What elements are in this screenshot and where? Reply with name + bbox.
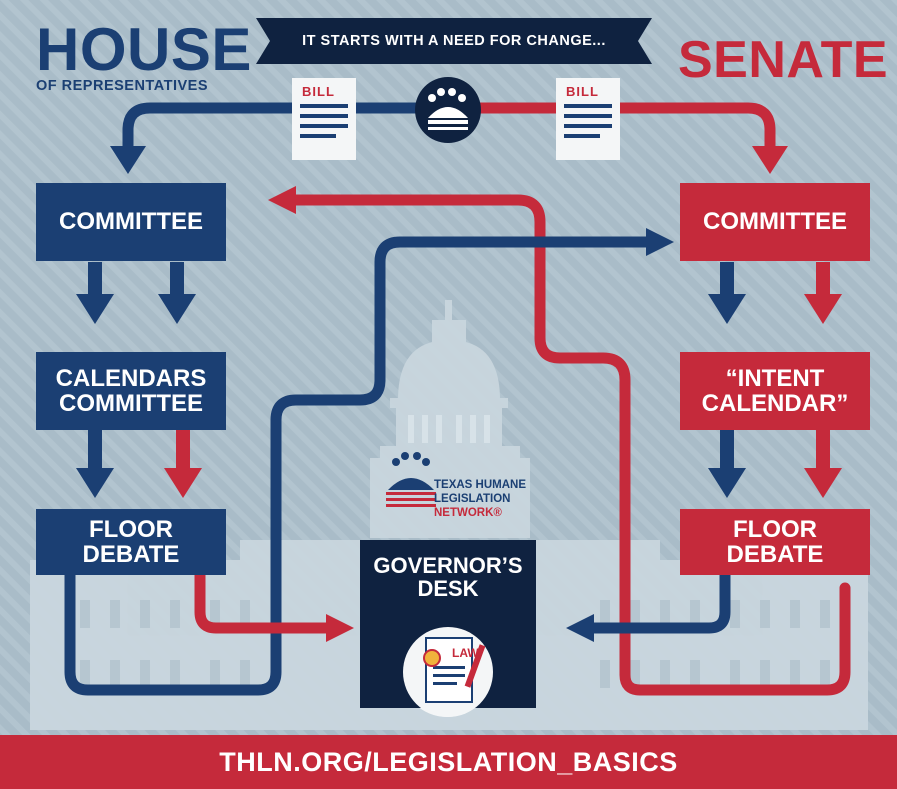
senate-committee-label: COMMITTEE [703,208,847,236]
capitol-columns [408,415,490,443]
arrowhead-left-icon [268,186,296,214]
logo-line3: NETWORK® [434,507,502,519]
banner-text: IT STARTS WITH A NEED FOR CHANGE... [302,33,606,49]
arrowhead-down-icon [110,146,146,174]
house-floor-line2: DEBATE [82,541,180,568]
calendars-line1: CALENDARS [55,364,207,392]
bill-right-label: BILL [566,84,599,99]
house-floor-box: FLOOR DEBATE [36,509,226,575]
logo-line1: TEXAS HUMANE [434,479,527,491]
paw-capitol-icon [415,77,481,143]
house-committee-label: COMMITTEE [59,208,203,236]
arrowheads [110,146,788,642]
bill-left-icon [292,78,356,160]
calendars-line2: COMMITTEE [59,390,203,417]
senate-floor-line2: DEBATE [726,541,824,568]
house-floor-line1: FLOOR [89,515,173,543]
logo-line2: LEGISLATION [434,493,511,505]
house-title: HOUSE [36,16,252,83]
footer-url[interactable]: THLN.ORG/LEGISLATION_BASICS [0,735,897,789]
senate-intent-calendar-box: “INTENT CALENDAR” [680,352,870,430]
house-calendars-box: CALENDARS COMMITTEE [36,352,226,430]
house-committee-box: COMMITTEE [36,183,226,261]
law-label: LAW [452,646,479,660]
thln-logo-icon [386,452,436,507]
banner-ribbon [256,18,652,64]
senate-floor-line1: FLOOR [733,515,817,543]
flow-senate-to-governor [584,569,731,634]
senate-down-arrows [708,262,842,498]
capitol-windows [80,600,830,688]
intent-line2: CALENDAR” [701,390,849,417]
bill-right-icon [556,78,620,160]
footer-url-text[interactable]: THLN.ORG/LEGISLATION_BASICS [219,746,678,777]
bill-left-label: BILL [302,84,335,99]
governor-line2: DESK [417,576,479,602]
senate-committee-box: COMMITTEE [680,183,870,261]
arrowhead-left-icon [566,614,594,642]
house-down-arrows [76,262,202,498]
thln-logo-text: TEXAS HUMANE LEGISLATION NETWORK® [434,478,526,520]
flow-senate-to-house [286,194,851,696]
senate-title: SENATE [678,31,889,89]
intent-line1: “INTENT [725,364,825,392]
arrowhead-right-icon [326,614,354,642]
senate-floor-box: FLOOR DEBATE [680,509,870,575]
house-subtitle: OF REPRESENTATIVES [36,78,209,94]
flow-house-to-governor [194,569,336,634]
arrowhead-down-icon [752,146,788,174]
flow-house-to-senate [64,236,656,696]
governor-line1: GOVERNOR’S [373,553,523,578]
flow-to-house-committee [122,102,454,154]
law-seal-icon [403,627,493,717]
flow-to-senate-committee [442,102,776,154]
arrowhead-right-icon [646,228,674,256]
